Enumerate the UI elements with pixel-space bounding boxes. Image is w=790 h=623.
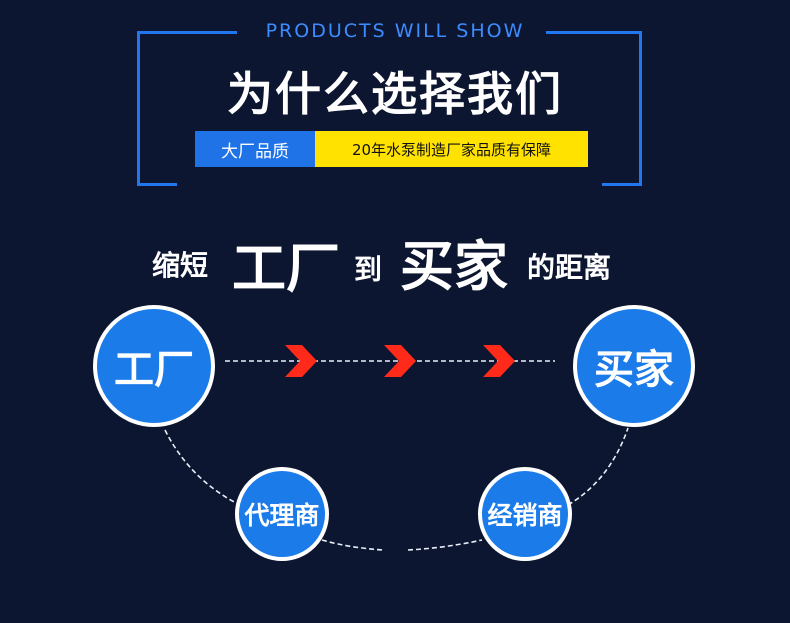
agent-circle: 代理商 — [235, 467, 329, 561]
factory-circle: 工厂 — [93, 305, 215, 427]
chevron-right-icon — [285, 345, 317, 377]
headline-part-buyer: 买家 — [400, 235, 508, 298]
dashed-curve-bottom-right — [407, 539, 483, 551]
frame-right — [639, 31, 642, 186]
buyer-circle: 买家 — [573, 305, 695, 427]
frame-bottom-right — [602, 183, 642, 186]
headline-part-shorten: 缩短 — [152, 249, 209, 282]
chevron-right-icon — [483, 345, 515, 377]
headline-part-to: 到 — [354, 253, 383, 286]
eyebrow-text: PRODUCTS WILL SHOW — [265, 20, 525, 42]
quality-badge: 大厂品质 — [195, 131, 315, 167]
frame-left — [137, 31, 140, 186]
headline-part-distance: 的距离 — [527, 251, 612, 284]
page-title: 为什么选择我们 — [227, 67, 563, 121]
dashed-curve-bottom-left — [321, 539, 385, 551]
chevron-right-icon — [384, 345, 416, 377]
dashed-curve-left — [164, 429, 241, 506]
headline-part-factory: 工厂 — [232, 237, 340, 300]
frame-top-right — [546, 31, 642, 34]
frame-bottom-left — [137, 183, 177, 186]
quality-description: 20年水泵制造厂家品质有保障 — [315, 131, 588, 167]
headline: 缩短 工厂 到 买家 的距离 — [0, 218, 790, 300]
frame-top-left — [137, 31, 237, 34]
distributor-circle: 经销商 — [478, 467, 572, 561]
dashed-curve-right — [567, 427, 629, 506]
